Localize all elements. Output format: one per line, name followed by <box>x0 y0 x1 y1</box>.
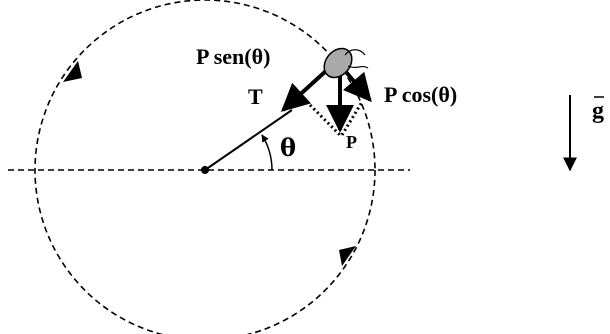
gravity-label: g <box>592 98 604 124</box>
path-direction-arrow-upper-left <box>63 61 82 82</box>
projection-line-left <box>308 103 342 137</box>
weight-tangential-label: P sen(θ) <box>196 44 270 69</box>
swinging-mass <box>323 47 369 79</box>
radius-line <box>204 109 293 171</box>
angle-arc <box>261 134 273 171</box>
weight-label: P <box>346 132 357 152</box>
projection-line-right <box>340 101 364 136</box>
path-direction-arrow-lower-right <box>339 246 356 266</box>
center-point <box>201 166 209 174</box>
circular-path <box>34 0 376 334</box>
tension-label: T <box>248 84 263 109</box>
weight-radial-label: P cos(θ) <box>384 82 457 107</box>
angle-label: θ <box>280 133 296 162</box>
